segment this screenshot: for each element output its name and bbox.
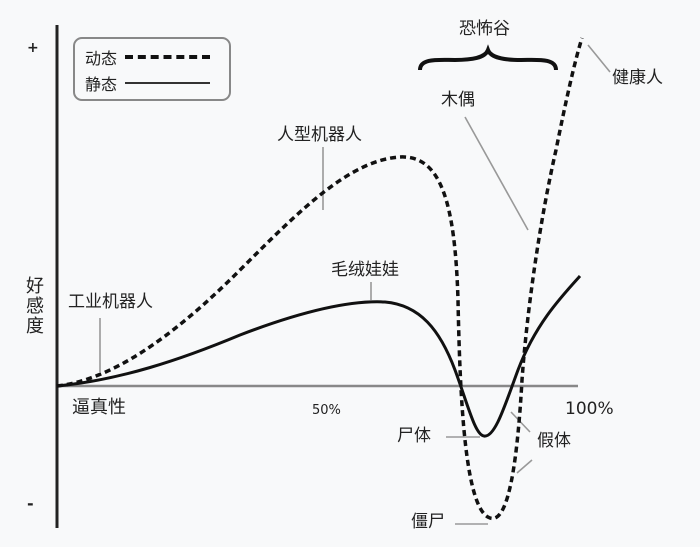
leader-lines xyxy=(99,44,611,525)
annotation-stuffed-animal: 毛绒娃娃 xyxy=(331,260,399,280)
dashed-line-icon xyxy=(125,55,211,59)
valley-brace xyxy=(418,44,558,71)
legend-label-static: 静态 xyxy=(85,75,118,94)
annotation-prosthetic: 假体 xyxy=(537,431,571,451)
x-tick-50: 50% xyxy=(312,403,341,418)
y-plus-label: + xyxy=(27,40,39,56)
annotation-humanoid-robot: 人型机器人 xyxy=(277,125,362,145)
chart-title: 恐怖谷 xyxy=(459,19,510,39)
annotation-corpse: 尸体 xyxy=(397,426,431,446)
annotation-puppet: 木偶 xyxy=(441,90,475,110)
x-axis-label: 逼真性 xyxy=(72,397,126,418)
y-minus-label: - xyxy=(27,494,34,513)
annotation-industrial-robot: 工业机器人 xyxy=(68,292,153,312)
annotation-zombie: 僵尸 xyxy=(411,512,445,532)
legend-label-dynamic: 动态 xyxy=(85,49,118,68)
legend-item-dynamic: 动态 xyxy=(85,45,211,69)
solid-line-icon xyxy=(125,82,211,84)
legend-item-static: 静态 xyxy=(85,71,211,95)
x-tick-100: 100% xyxy=(565,399,614,419)
legend: 动态 静态 xyxy=(73,37,231,101)
static-curve xyxy=(56,274,582,438)
dynamic-curve xyxy=(56,37,584,520)
y-axis-label: 好感度 xyxy=(23,276,44,336)
annotation-healthy-person: 健康人 xyxy=(612,68,663,88)
